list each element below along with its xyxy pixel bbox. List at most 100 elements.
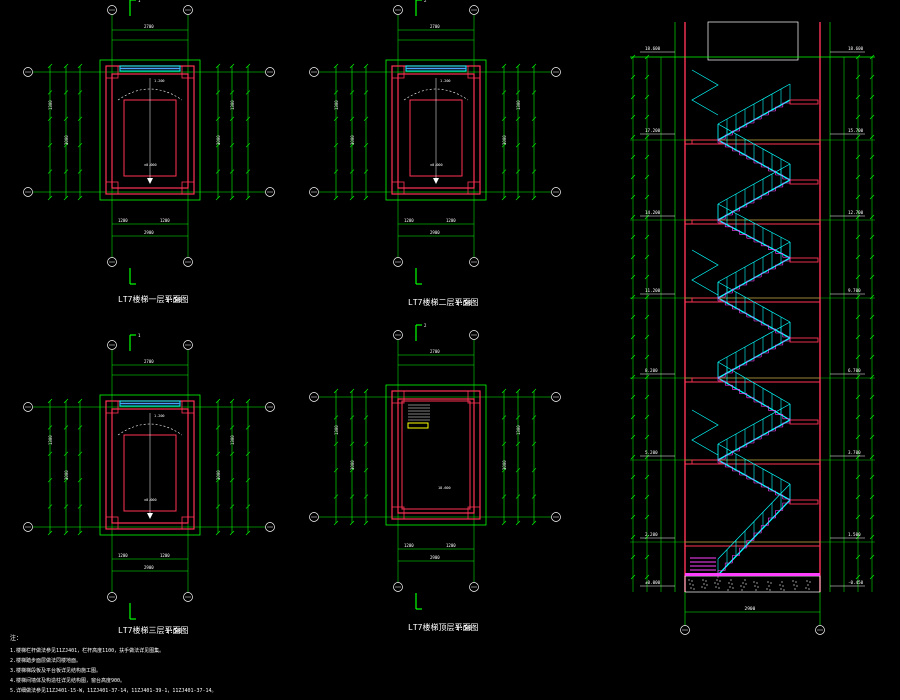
dimension-tick bbox=[77, 195, 83, 201]
dimension-tick bbox=[630, 174, 636, 180]
stair-step bbox=[775, 414, 784, 419]
dimension-tick bbox=[229, 451, 235, 457]
dimension-tick bbox=[630, 134, 636, 140]
dimension-tick bbox=[531, 388, 537, 394]
dimension-tick bbox=[630, 474, 636, 480]
dimension-tick bbox=[644, 134, 650, 140]
dimension-tick bbox=[855, 54, 861, 60]
stair-run-arc bbox=[117, 423, 183, 436]
dimension-tick bbox=[349, 195, 355, 201]
dimension-tick bbox=[77, 116, 83, 122]
dimension-tick bbox=[349, 494, 355, 499]
stair-step bbox=[725, 304, 733, 309]
stair-step bbox=[775, 253, 784, 258]
dimension-tick bbox=[363, 63, 369, 69]
dimension-tick bbox=[501, 441, 507, 447]
ground-hatch-dot bbox=[716, 579, 718, 581]
dimension-tick bbox=[501, 388, 507, 394]
dimension-tick bbox=[47, 63, 53, 69]
ground-hatch-dot bbox=[731, 583, 733, 585]
ground-hatch-dot bbox=[706, 584, 708, 586]
axis-bubble-top-right bbox=[183, 5, 193, 15]
axis-bubble-bottom-right bbox=[469, 582, 479, 592]
dimension-tick bbox=[644, 454, 650, 460]
axis-bubble-left-top bbox=[23, 67, 33, 77]
ground-hatch-dot bbox=[796, 585, 798, 587]
section-level-left: 14.200 bbox=[645, 210, 661, 215]
dimension-tick bbox=[869, 334, 875, 340]
ground-hatch-dot bbox=[714, 582, 716, 584]
dimension-text-side: 3000 bbox=[502, 135, 507, 145]
structural-column bbox=[391, 65, 405, 79]
ground-hatch-dot bbox=[742, 582, 744, 584]
dimension-tick bbox=[363, 169, 369, 174]
dimension-tick bbox=[229, 477, 235, 483]
axis-bubble-left-bottom bbox=[309, 512, 319, 522]
dimension-tick bbox=[630, 254, 636, 260]
dimension-tick bbox=[531, 415, 537, 420]
structural-column bbox=[467, 390, 481, 404]
dimension-text-side: 1300 bbox=[516, 425, 521, 435]
dimension-tick bbox=[515, 142, 521, 148]
dimension-tick bbox=[47, 195, 53, 201]
dimension-tick bbox=[855, 414, 861, 420]
stair-step bbox=[739, 126, 747, 131]
stair-step bbox=[724, 214, 733, 219]
dimension-tick bbox=[515, 90, 521, 95]
axis-bubble-right-bottom bbox=[265, 187, 275, 197]
ground-hatch-dot bbox=[783, 589, 785, 591]
dimension-tick bbox=[869, 414, 875, 420]
dimension-tick bbox=[531, 494, 537, 499]
stair-step bbox=[775, 510, 783, 518]
dimension-tick bbox=[501, 195, 507, 201]
wall-inner bbox=[111, 73, 189, 189]
dimension-tick bbox=[229, 63, 235, 69]
dimension-tick bbox=[77, 425, 83, 430]
ground-hatch-dot bbox=[693, 588, 695, 590]
stair-step bbox=[732, 230, 740, 235]
axis-bubble-top-right bbox=[469, 330, 479, 340]
dimension-tick bbox=[501, 63, 507, 69]
dimension-tick bbox=[515, 169, 521, 174]
stair-step bbox=[782, 502, 790, 511]
dimension-tick bbox=[349, 388, 355, 394]
dimension-tick bbox=[644, 374, 650, 380]
section-level-right: 1.500 bbox=[848, 532, 861, 537]
dimension-tick bbox=[869, 474, 875, 480]
dimension-text-side: 1300 bbox=[48, 435, 53, 445]
dimension-tick bbox=[869, 554, 875, 560]
stair-step bbox=[717, 138, 726, 143]
axis-bubble-bottom-left bbox=[393, 582, 403, 592]
dimension-tick bbox=[245, 90, 251, 95]
ground-hatch-dot bbox=[756, 582, 758, 584]
dimension-text-side: 3000 bbox=[64, 470, 69, 480]
dimension-tick bbox=[869, 274, 875, 280]
dimension-tick bbox=[644, 534, 650, 540]
stair-step bbox=[782, 102, 790, 107]
section-axis-bubble-right bbox=[815, 625, 825, 635]
dimension-tick bbox=[644, 114, 650, 120]
ground-hatch-dot bbox=[705, 580, 707, 582]
section-level-left: ±0.000 bbox=[645, 580, 661, 585]
dimension-tick bbox=[855, 514, 861, 520]
stair-step bbox=[775, 186, 783, 191]
stair-step bbox=[754, 241, 762, 246]
stair-step bbox=[768, 268, 776, 273]
plan-scale-top-level: 1:50 bbox=[455, 624, 472, 632]
section-level-left: 11.200 bbox=[645, 288, 661, 293]
dimension-tick bbox=[644, 214, 650, 220]
dimension-tick bbox=[630, 194, 636, 200]
stair-step bbox=[753, 276, 762, 281]
axis-bubble-right-top bbox=[551, 392, 561, 402]
stair-step bbox=[760, 434, 769, 439]
dimension-tick bbox=[630, 54, 636, 60]
axis-bubble-bottom-left bbox=[393, 257, 403, 267]
axis-bubble-top-left bbox=[393, 5, 403, 15]
dimension-tick bbox=[869, 194, 875, 200]
dimension-tick bbox=[855, 234, 861, 240]
dimension-tick bbox=[229, 116, 235, 122]
dimension-tick bbox=[333, 441, 339, 447]
ground-hatch-dot bbox=[781, 581, 783, 583]
dimension-text-side: 3000 bbox=[350, 135, 355, 145]
stair-step bbox=[717, 376, 726, 381]
